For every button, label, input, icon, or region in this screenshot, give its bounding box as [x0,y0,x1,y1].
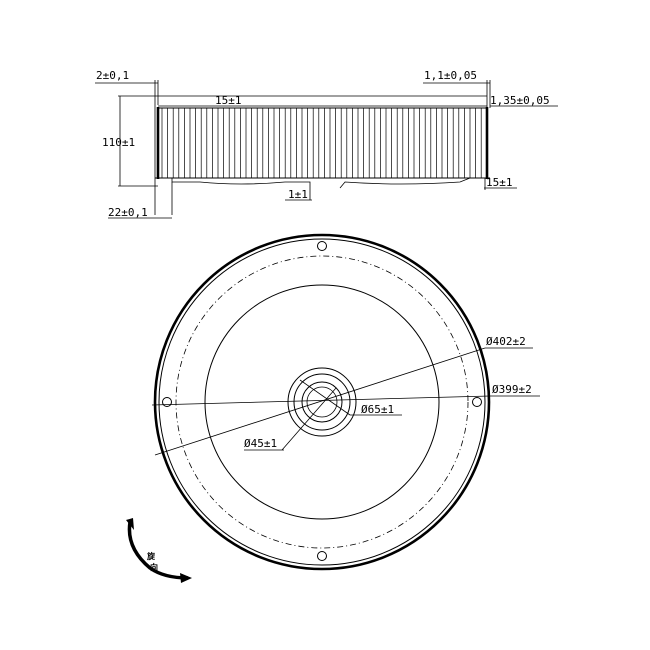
leader-inner-diameter [151,395,491,406]
hub-inner-circle [301,381,343,423]
mount-hole-top [317,241,327,251]
seal-profile-right [339,177,471,189]
dim-outer-diameter: Ø402±2 [486,335,526,348]
dim-inner-diameter: Ø399±2 [492,383,532,396]
dim-bottom-gap: 1±1 [288,188,308,201]
hub-middle-circle [293,373,351,431]
bolt-circle [175,255,469,549]
leader-outer-diameter [154,347,486,456]
hub-bore-circle [306,386,338,418]
filter-body [157,107,488,179]
dim-height: 110±1 [102,136,135,149]
rotation-label-1: 旋 [146,551,156,561]
inner-rim-circle [158,238,486,566]
dim-step: 1,1±0,05 [424,69,477,82]
pleat-lines [161,108,482,178]
rotation-arrow-icon [127,521,189,580]
dim-hub-outer: Ø65±1 [361,403,394,416]
side-view: 2±0,1 1,1±0,05 15±1 1,35±0,05 110±1 15±1… [95,69,558,219]
hub-outer-circle [287,367,357,437]
rotation-arrow-head-bottom [180,573,192,583]
dim-rim-thickness: 1,35±0,05 [490,94,550,107]
leader-hub-inner [281,387,337,451]
dim-flange: 22±0,1 [108,206,148,219]
leader-hub-outer [299,379,351,416]
rotation-arrow-head-top [126,518,134,530]
mount-hole-right [472,397,482,407]
rotation-label-2: 向 [150,562,158,572]
top-view: Ø402±2 Ø399±2 Ø65±1 Ø45±1 旋 向 [126,233,540,583]
mount-hole-bottom [317,551,327,561]
dim-bottom-right: 15±1 [486,176,513,189]
dim-wall-thickness: 2±0,1 [96,69,129,82]
seal-profile-left [171,178,311,200]
mount-hole-left [162,397,172,407]
filter-area-circle [204,284,440,520]
outer-rim-circle [153,233,491,571]
dim-hub-inner: Ø45±1 [244,437,277,450]
dim-top-gap: 15±1 [215,94,242,107]
